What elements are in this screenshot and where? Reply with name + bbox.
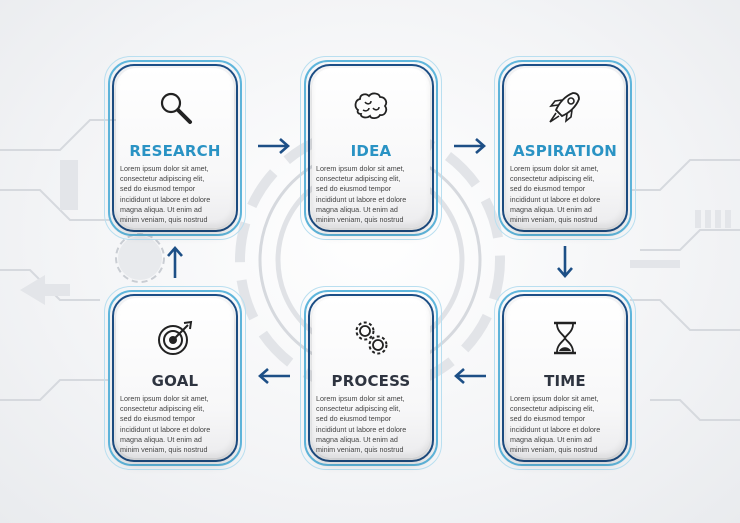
step-description: Lorem ipsum dolor sit amet,consectetur a…	[316, 394, 430, 455]
card-middle-ring	[304, 290, 438, 466]
description-line: magna aliqua. Ut enim ad	[510, 434, 592, 444]
description-line: consectetur adipiscing elit,	[510, 174, 595, 184]
card-face	[116, 298, 234, 458]
description-line: minim veniam, quis nostrud	[316, 445, 404, 455]
description-line: incididunt ut labore et dolore	[316, 194, 407, 204]
card-outer-ring	[104, 56, 246, 240]
card-outer-ring	[494, 286, 636, 470]
description-line: magna aliqua. Ut enim ad	[316, 204, 398, 214]
description-line: incididunt ut labore et dolore	[510, 424, 601, 434]
description-line: magna aliqua. Ut enim ad	[120, 204, 202, 214]
arrow-idea-to-aspiration	[454, 138, 486, 154]
step-title: PROCESS	[331, 372, 411, 390]
step-description: Lorem ipsum dolor sit amet,consectetur a…	[120, 164, 234, 225]
card-middle-ring	[304, 60, 438, 236]
card-inner-ring	[308, 64, 434, 232]
description-line: Lorem ipsum dolor sit amet,	[120, 394, 209, 403]
magnifier-icon	[160, 92, 192, 124]
description-line: sed do eiusmod tempor	[510, 414, 586, 424]
description-line: sed do eiusmod tempor	[316, 414, 392, 424]
description-line: Lorem ipsum dolor sit amet,	[316, 164, 405, 173]
step-card-goal: GOAL Lorem ipsum dolor sit amet,consectet…	[104, 286, 246, 470]
step-description: Lorem ipsum dolor sit amet,consectetur a…	[510, 164, 624, 225]
description-line: minim veniam, quis nostrud	[120, 215, 208, 225]
step-card-research: RESEARCH Lorem ipsum dolor sit amet,conse…	[104, 56, 246, 240]
card-middle-ring	[498, 60, 632, 236]
description-line: consectetur adipiscing elit,	[316, 404, 401, 414]
description-line: incididunt ut labore et dolore	[120, 194, 211, 204]
description-line: minim veniam, quis nostrud	[510, 215, 598, 225]
card-outer-ring	[300, 286, 442, 470]
step-card-aspiration: ASPIRATION Lorem ipsum dolor sit amet,con…	[494, 56, 636, 240]
description-line: magna aliqua. Ut enim ad	[510, 204, 592, 214]
card-face	[506, 298, 624, 458]
card-middle-ring	[498, 290, 632, 466]
step-title: IDEA	[350, 142, 392, 160]
description-line: consectetur adipiscing elit,	[316, 174, 401, 184]
description-line: Lorem ipsum dolor sit amet,	[510, 394, 599, 403]
step-description: Lorem ipsum dolor sit amet,consectetur a…	[120, 394, 234, 455]
step-title: RESEARCH	[129, 142, 221, 160]
card-inner-ring	[308, 294, 434, 462]
description-line: sed do eiusmod tempor	[120, 414, 196, 424]
description-line: minim veniam, quis nostrud	[316, 215, 404, 225]
arrow-time-to-process	[454, 368, 486, 384]
card-outer-ring	[104, 286, 246, 470]
hourglass-icon	[554, 321, 576, 355]
description-line: minim veniam, quis nostrud	[120, 445, 208, 455]
description-line: sed do eiusmod tempor	[510, 184, 586, 194]
target-icon	[158, 320, 193, 355]
arrow-aspiration-to-time	[557, 246, 573, 278]
description-line: Lorem ipsum dolor sit amet,	[510, 164, 599, 173]
description-line: magna aliqua. Ut enim ad	[120, 434, 202, 444]
rocket-icon	[549, 92, 580, 123]
card-face	[506, 68, 624, 228]
description-line: incididunt ut labore et dolore	[316, 424, 407, 434]
step-description: Lorem ipsum dolor sit amet,consectetur a…	[316, 164, 430, 225]
card-outer-ring	[494, 56, 636, 240]
description-line: sed do eiusmod tempor	[120, 184, 196, 194]
card-middle-ring	[108, 290, 242, 466]
step-card-process: PROCESS Lorem ipsum dolor sit amet,consec…	[300, 286, 442, 470]
card-inner-ring	[112, 294, 238, 462]
arrow-goal-to-research	[167, 246, 183, 278]
step-title: GOAL	[151, 372, 199, 390]
step-title: ASPIRATION	[512, 142, 618, 160]
arrow-research-to-idea	[258, 138, 290, 154]
card-inner-ring	[112, 64, 238, 232]
arrow-process-to-goal	[258, 368, 290, 384]
gears-icon	[355, 321, 388, 355]
step-card-idea: IDEA Lorem ipsum dolor sit amet,consectet…	[300, 56, 442, 240]
description-line: magna aliqua. Ut enim ad	[316, 434, 398, 444]
description-line: Lorem ipsum dolor sit amet,	[316, 394, 405, 403]
description-line: incididunt ut labore et dolore	[120, 424, 211, 434]
brain-icon	[354, 92, 388, 120]
description-line: Lorem ipsum dolor sit amet,	[120, 164, 209, 173]
card-inner-ring	[502, 294, 628, 462]
description-line: consectetur adipiscing elit,	[120, 404, 205, 414]
card-outer-ring	[300, 56, 442, 240]
step-description: Lorem ipsum dolor sit amet,consectetur a…	[510, 394, 624, 455]
description-line: sed do eiusmod tempor	[316, 184, 392, 194]
description-line: consectetur adipiscing elit,	[510, 404, 595, 414]
card-middle-ring	[108, 60, 242, 236]
description-line: minim veniam, quis nostrud	[510, 445, 598, 455]
step-card-time: TIME Lorem ipsum dolor sit amet,consectet…	[494, 286, 636, 470]
description-line: incididunt ut labore et dolore	[510, 194, 601, 204]
description-line: consectetur adipiscing elit,	[120, 174, 205, 184]
card-inner-ring	[502, 64, 628, 232]
step-title: TIME	[544, 372, 586, 390]
